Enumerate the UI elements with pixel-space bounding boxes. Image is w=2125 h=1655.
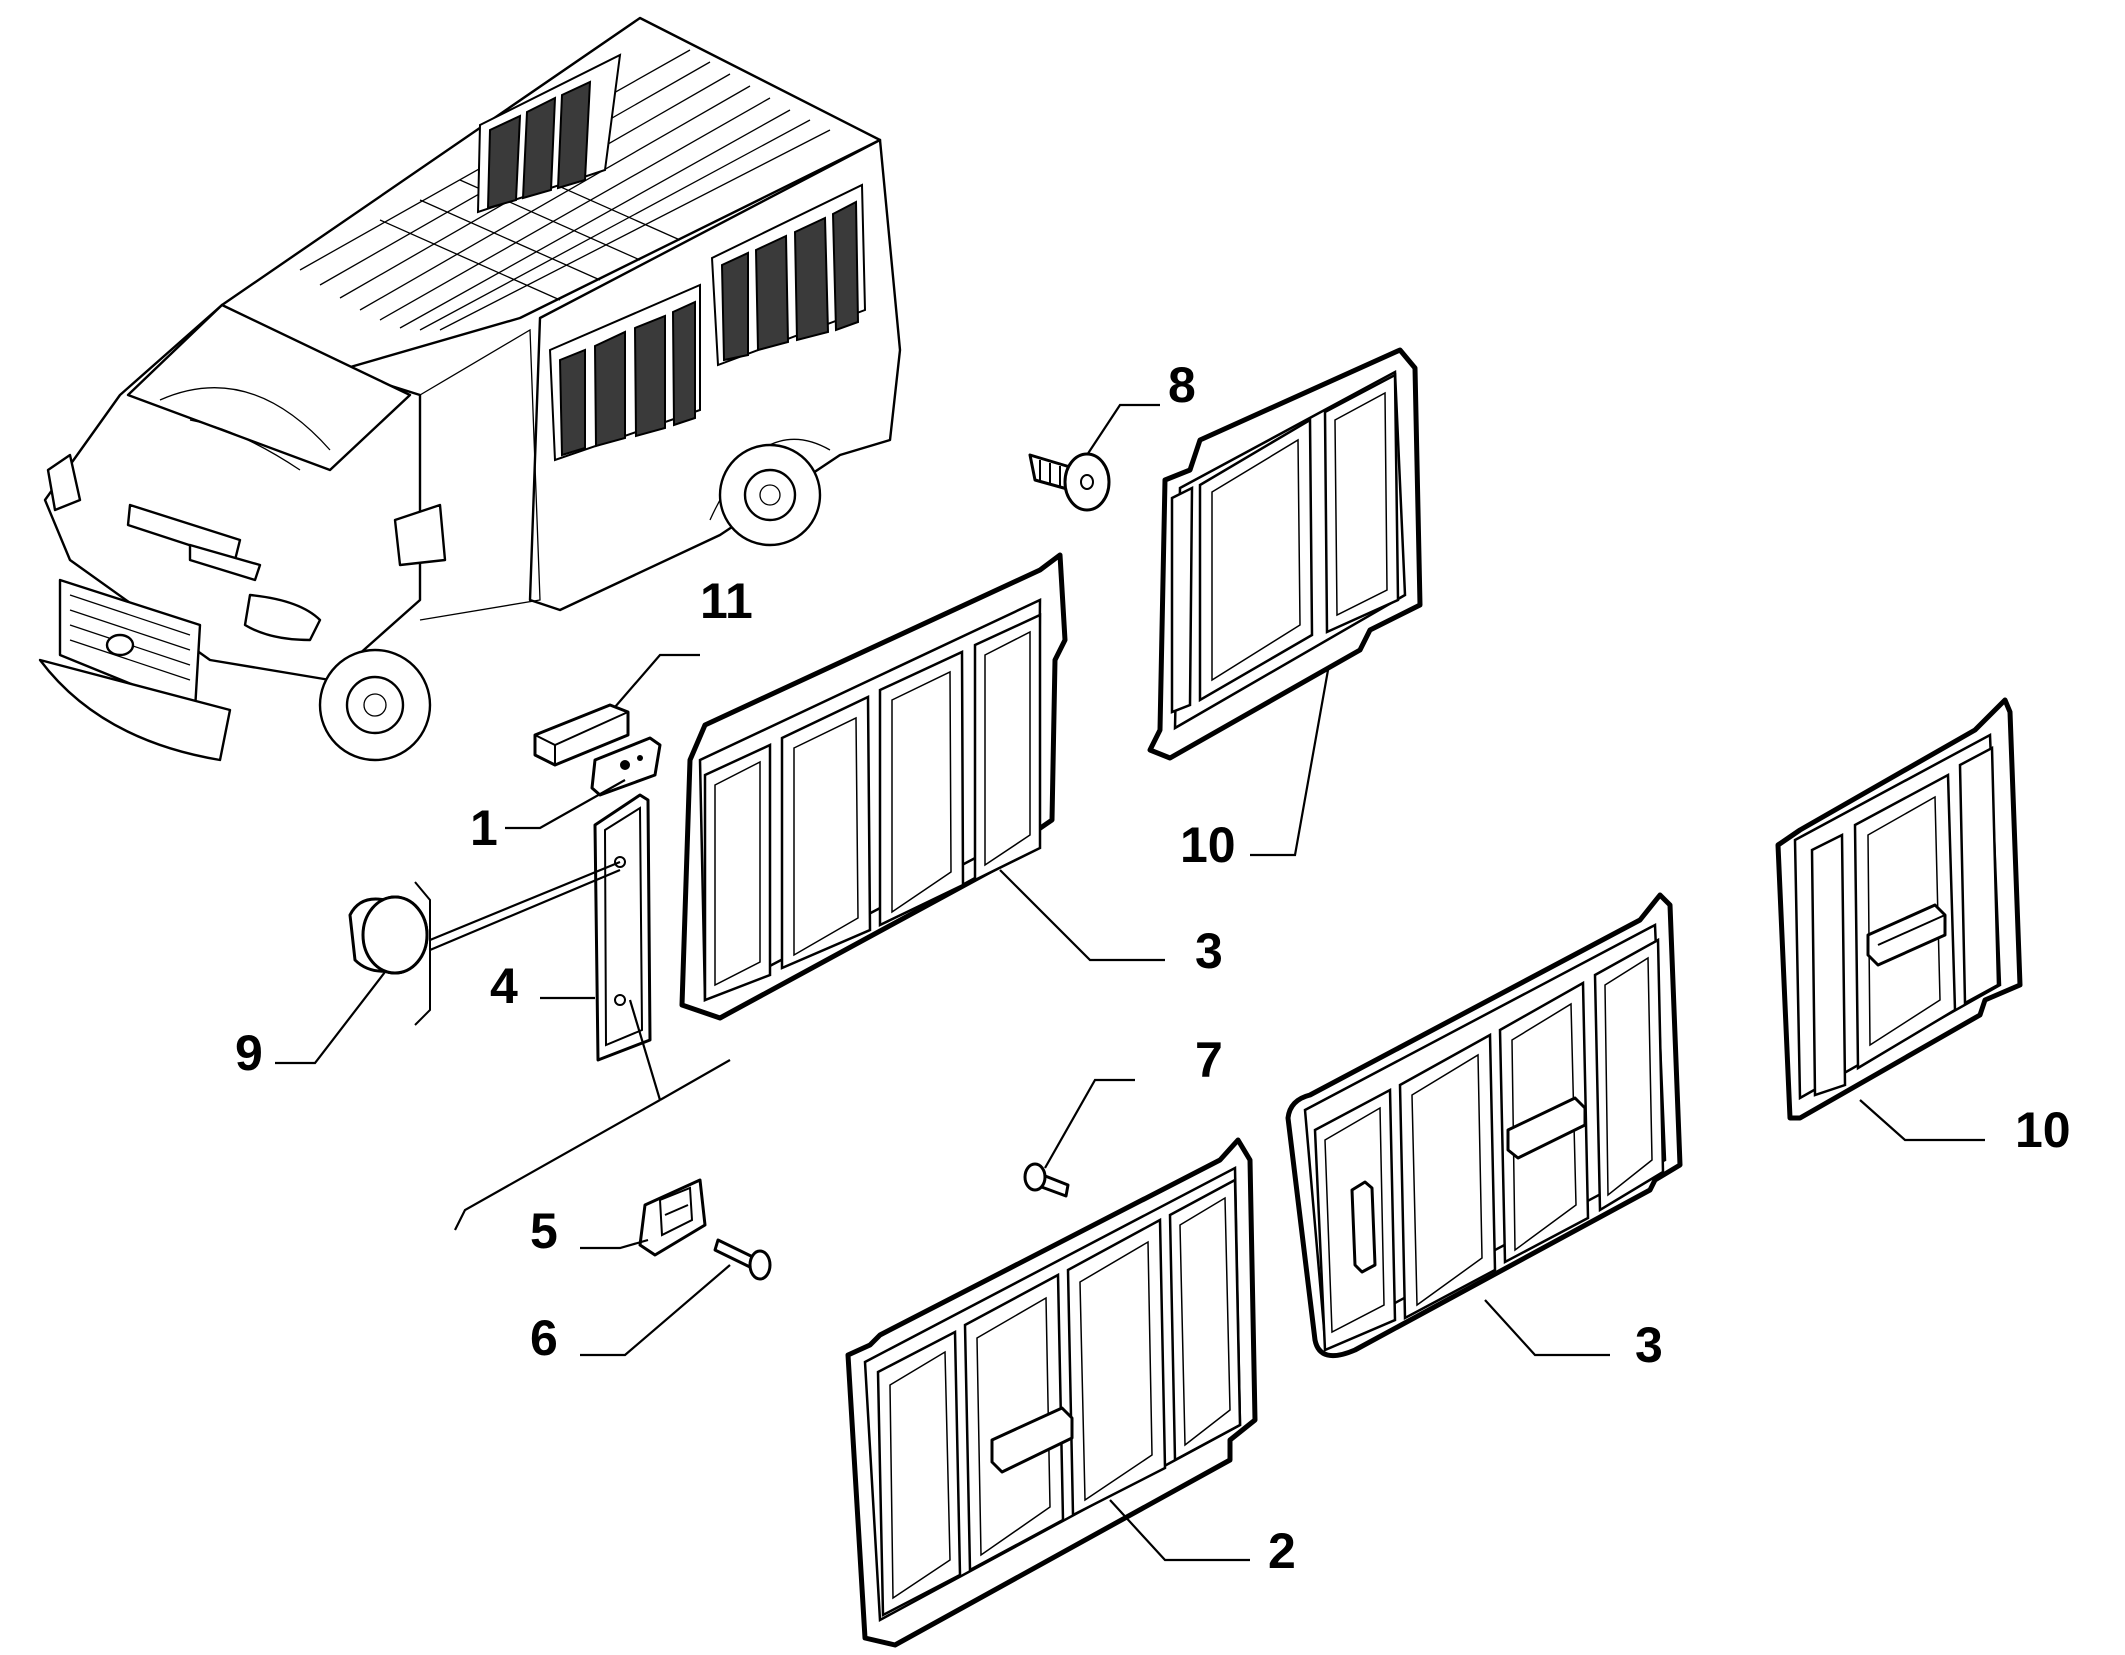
block-part-11 <box>533 703 630 767</box>
side-panel-3-upper <box>679 552 1068 1021</box>
callout-6: 6 <box>530 1310 558 1366</box>
rivet-part-8 <box>1028 452 1111 512</box>
cap-part-9 <box>348 895 429 975</box>
side-panel-2 <box>845 1137 1258 1648</box>
callout-3-lower: 3 <box>1635 1317 1663 1373</box>
callout-3-upper: 3 <box>1195 923 1223 979</box>
callout-2: 2 <box>1268 1523 1296 1579</box>
van-illustration <box>38 16 902 762</box>
callout-labels: 8 11 1 10 3 4 9 7 10 5 6 3 2 <box>235 357 2071 1579</box>
callout-1: 1 <box>470 800 498 856</box>
bracket-part-5 <box>638 1178 707 1257</box>
callout-7: 7 <box>1195 1032 1223 1088</box>
callout-5: 5 <box>530 1203 558 1259</box>
callout-8: 8 <box>1168 357 1196 413</box>
clip-part-1 <box>590 736 662 797</box>
callout-4: 4 <box>490 958 518 1014</box>
screw-part-6 <box>713 1238 772 1281</box>
side-panel-10-upper <box>1147 347 1423 761</box>
callout-9: 9 <box>235 1025 263 1081</box>
screw-part-7 <box>1023 1162 1070 1198</box>
side-panel-10-lower <box>1775 697 2023 1121</box>
callout-10-lower: 10 <box>2015 1102 2071 1158</box>
callout-11: 11 <box>700 573 753 629</box>
pillar-trim-4 <box>593 793 652 1062</box>
side-panel-3-lower <box>1285 892 1683 1359</box>
callout-10-upper: 10 <box>1180 817 1236 873</box>
leader-lines <box>275 403 1985 1562</box>
